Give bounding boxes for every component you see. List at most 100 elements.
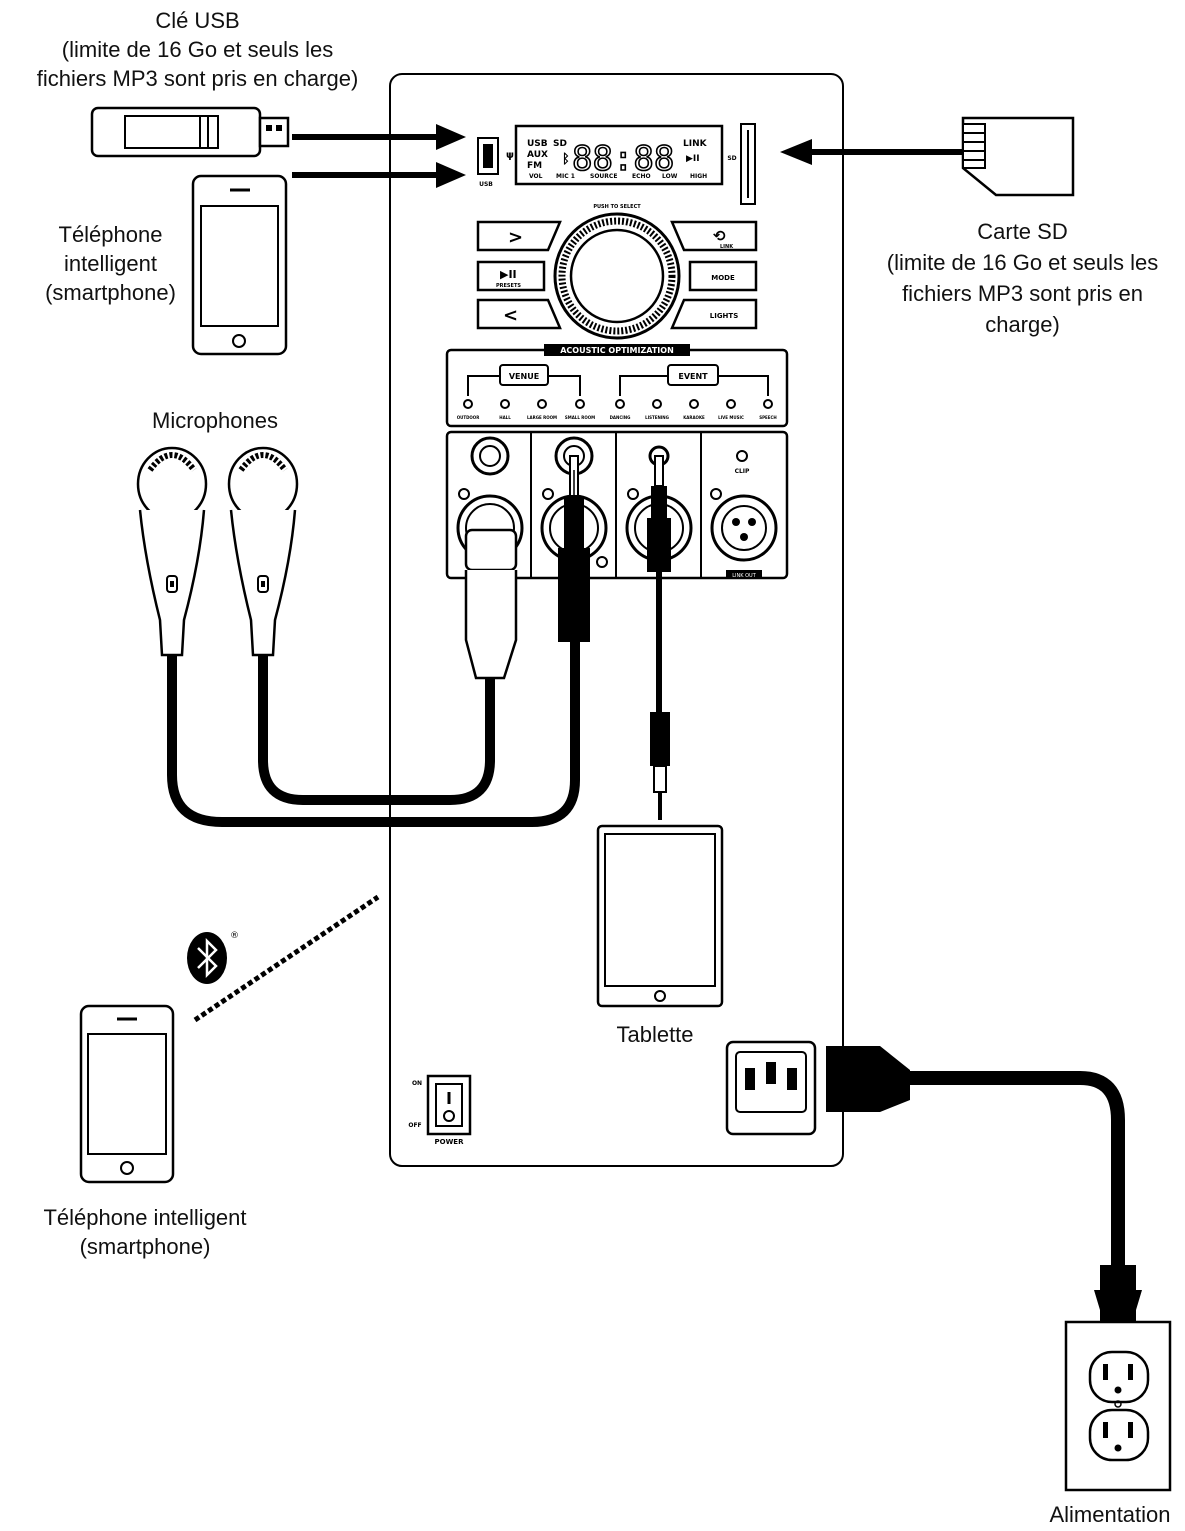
display-tag-fm: FM xyxy=(527,161,542,171)
event-leds xyxy=(615,399,773,409)
usb-key-icon xyxy=(90,106,290,158)
link-out-xlr: LINK OUT xyxy=(710,488,778,579)
display-tag-link: LINK xyxy=(683,139,708,149)
power-label: Alimentation xyxy=(1049,1502,1171,1527)
tablet-icon xyxy=(596,824,724,1008)
display-digits: 88:88 xyxy=(572,139,674,179)
wall-outlet-icon xyxy=(1064,1320,1172,1492)
display-tag-play: ▶II xyxy=(686,154,700,164)
event-option-listening: LISTENING xyxy=(645,415,669,420)
smartphone-top-line-1: Téléphone xyxy=(58,222,163,247)
prev-button-label: < xyxy=(503,305,518,326)
smartphone-bottom-icon xyxy=(79,1004,175,1184)
display-tag-sd: SD xyxy=(553,139,567,149)
power-cord xyxy=(826,1046,1142,1353)
display-tag-mic: MIC 1 xyxy=(556,173,575,180)
clip-led: CLIP xyxy=(735,450,750,475)
microphone-left-icon xyxy=(136,446,208,657)
smartphone-top-line-3: (smartphone) xyxy=(45,280,176,305)
usb-key-title: Clé USB xyxy=(155,8,240,33)
event-option-live-music: LIVE MUSIC xyxy=(718,415,744,420)
display-tag-aux: AUX xyxy=(527,150,548,160)
lights-button[interactable]: LIGHTS xyxy=(670,298,758,330)
repeat-button-sub: LINK xyxy=(720,244,734,250)
lcd-display: USB SD AUX FM ᛒ 88:88 LINK ▶II VOL MIC 1… xyxy=(514,124,724,186)
sd-slot: SD xyxy=(727,123,756,205)
ac-power-inlet xyxy=(725,1040,817,1136)
next-button[interactable]: > xyxy=(476,220,562,252)
display-tag-source: SOURCE xyxy=(590,173,617,180)
acoustic-optimization-section: ACOUSTIC OPTIMIZATION VENUE EVENT OUTDOO… xyxy=(445,344,789,428)
sd-card-label: Carte SD (limite de 16 Go et seuls les f… xyxy=(860,216,1185,340)
display-tag-vol: VOL xyxy=(529,173,543,180)
xlr-plug xyxy=(464,528,518,680)
mode-button-label: MODE xyxy=(711,274,735,282)
sd-slot-label: SD xyxy=(727,155,736,162)
event-label: EVENT xyxy=(678,372,708,381)
sd-arrow xyxy=(780,139,962,165)
smartphone-bottom-line-2: (smartphone) xyxy=(79,1234,211,1259)
repeat-button[interactable]: ⟲ LINK xyxy=(670,220,758,252)
switch-on-label: ON xyxy=(412,1080,422,1087)
switch-power-label: POWER xyxy=(435,1138,465,1146)
smartphone-top-label: Téléphone intelligent (smartphone) xyxy=(28,220,193,307)
svg-text:ψ: ψ xyxy=(506,150,514,161)
event-option-karaoke: KARAOKE xyxy=(683,415,705,420)
venue-option-small-room: SMALL ROOM xyxy=(565,415,595,420)
bluetooth-icon: ® xyxy=(187,931,239,984)
quarter-inch-plug xyxy=(558,455,590,642)
repeat-icon: ⟲ xyxy=(713,227,726,245)
display-tag-echo: ECHO xyxy=(632,173,651,180)
aux-cable xyxy=(647,455,671,820)
sd-card-note-3: charge) xyxy=(985,312,1060,337)
venue-option-hall: HALL xyxy=(499,415,511,420)
smartphone-bottom-line-1: Téléphone intelligent xyxy=(43,1205,247,1230)
input-1-gain-knob[interactable] xyxy=(470,436,510,476)
usb-arrow xyxy=(292,124,466,150)
event-option-speech: SPEECH xyxy=(759,415,777,420)
microphones-label: Microphones xyxy=(152,408,278,433)
sd-card-note-1: (limite de 16 Go et seuls les xyxy=(886,250,1159,275)
play-pause-button[interactable]: ▶II PRESETS xyxy=(476,260,546,292)
bluetooth-link-line xyxy=(193,894,380,1023)
clip-label: CLIP xyxy=(735,468,750,475)
master-knob[interactable]: PUSH TO SELECT xyxy=(553,204,681,340)
play-button-label: ▶II xyxy=(500,268,517,281)
knob-caption: PUSH TO SELECT xyxy=(593,204,641,210)
acoustic-title: ACOUSTIC OPTIMIZATION xyxy=(560,346,674,355)
venue-leds xyxy=(463,399,585,409)
usb-key-label: Clé USB (limite de 16 Go et seuls les fi… xyxy=(5,6,390,93)
sd-card-title: Carte SD xyxy=(977,219,1068,244)
usb-port: ψ USB xyxy=(477,137,514,188)
display-tag-usb: USB xyxy=(527,139,548,149)
usb-port-label: USB xyxy=(479,181,493,188)
venue-label: VENUE xyxy=(509,372,539,381)
sd-card-note-2: fichiers MP3 sont pris en xyxy=(902,281,1143,306)
venue-option-outdoor: OUTDOOR xyxy=(457,415,480,420)
smartphone-bottom-label: Téléphone intelligent (smartphone) xyxy=(10,1203,280,1261)
power-switch[interactable]: ON OFF POWER xyxy=(408,1074,472,1146)
lights-button-label: LIGHTS xyxy=(710,312,739,320)
prev-button[interactable]: < xyxy=(476,298,562,330)
play-button-sub: PRESETS xyxy=(496,283,521,289)
display-bluetooth-icon: ᛒ xyxy=(562,152,570,167)
smartphone-top-icon xyxy=(191,174,288,356)
smartphone-usb-arrow xyxy=(292,162,466,188)
link-out-label: LINK OUT xyxy=(732,573,756,579)
venue-option-large-room: LARGE ROOM xyxy=(527,415,557,420)
event-option-dancing: DANCING xyxy=(610,415,631,420)
smartphone-top-line-2: intelligent xyxy=(64,251,157,276)
sd-card-icon xyxy=(961,116,1075,197)
bluetooth-registered-mark: ® xyxy=(230,931,239,941)
next-button-label: > xyxy=(508,227,523,248)
display-tag-high: HIGH xyxy=(690,173,707,180)
display-tag-low: LOW xyxy=(662,173,678,180)
mode-button[interactable]: MODE xyxy=(688,260,758,292)
tablet-label: Tablette xyxy=(616,1022,694,1047)
speaker-panel xyxy=(389,73,844,1167)
microphone-cables xyxy=(167,640,580,827)
switch-off-label: OFF xyxy=(408,1122,421,1129)
microphone-right-icon xyxy=(227,446,299,657)
usb-key-note-1: (limite de 16 Go et seuls les xyxy=(61,37,334,62)
